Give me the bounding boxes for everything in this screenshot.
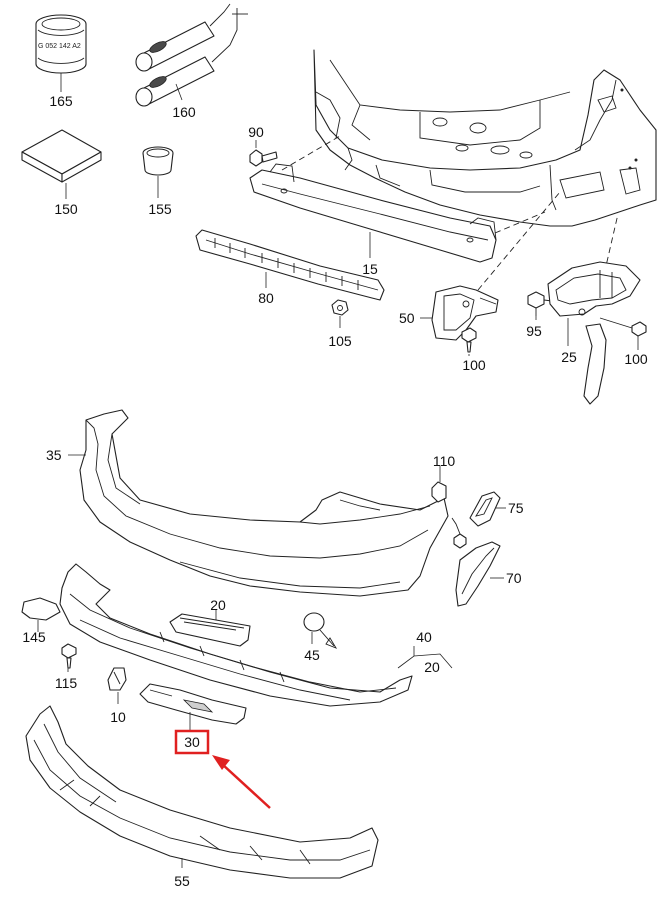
part-100-screw-right[interactable] [599, 317, 647, 337]
label-50: 50 [399, 310, 415, 326]
vehicle-body-shell [313, 49, 657, 227]
part-75-holder[interactable] [469, 491, 501, 527]
label-155: 155 [148, 201, 172, 217]
part-90-bolt[interactable] [249, 149, 278, 167]
label-165: 165 [49, 93, 73, 109]
label-100-left: 100 [462, 357, 486, 373]
canister-label: G 052 142 A2 [38, 43, 81, 50]
label-75: 75 [508, 500, 524, 516]
label-30: 30 [184, 734, 200, 750]
label-40: 40 [416, 629, 432, 645]
part-15-bumper-beam[interactable] [249, 163, 497, 263]
label-90: 90 [248, 124, 264, 140]
callout-arrow-icon [212, 755, 271, 809]
part-95-clip[interactable] [527, 291, 561, 316]
part-115-screw[interactable] [61, 643, 77, 669]
part-55-diffuser[interactable] [25, 705, 379, 879]
label-25: 25 [561, 349, 577, 365]
label-110: 110 [433, 453, 456, 469]
part-25-bracket-right[interactable] [547, 261, 641, 405]
label-150: 150 [54, 201, 78, 217]
part-70-trim[interactable] [455, 541, 501, 607]
label-80: 80 [258, 290, 274, 306]
label-20-top: 20 [210, 597, 226, 613]
highlight-box-30 [174, 729, 210, 755]
label-15: 15 [362, 261, 378, 277]
label-105: 105 [328, 333, 352, 349]
label-145: 145 [22, 629, 46, 645]
label-45: 45 [304, 647, 320, 663]
label-20-right: 20 [424, 659, 440, 675]
part-160-cartridges[interactable] [135, 3, 248, 107]
label-70: 70 [506, 570, 522, 586]
part-80-energy-absorber[interactable] [195, 229, 385, 301]
part-35-bumper-cover[interactable] [79, 409, 449, 597]
part-150-pad[interactable] [21, 129, 102, 183]
label-55: 55 [174, 873, 190, 889]
part-105-nut[interactable] [331, 299, 349, 316]
label-160: 160 [172, 104, 196, 120]
label-10: 10 [110, 709, 126, 725]
part-110-clip[interactable] [431, 481, 447, 503]
part-50-bracket-left[interactable] [431, 285, 499, 341]
part-10-clip[interactable] [107, 667, 127, 691]
part-lower-cover[interactable] [59, 563, 413, 707]
label-100-right: 100 [624, 351, 648, 367]
part-100-screw-left[interactable] [461, 327, 477, 353]
part-screw-cover[interactable] [451, 517, 467, 549]
label-95: 95 [526, 323, 542, 339]
label-35: 35 [46, 447, 62, 463]
part-155-cap[interactable] [142, 146, 174, 176]
part-45-cover[interactable] [303, 612, 338, 649]
part-20-plate-top[interactable] [169, 613, 251, 647]
part-145-cap[interactable] [21, 597, 61, 621]
label-115: 115 [55, 675, 78, 691]
part-30-trim-panel[interactable] [139, 683, 247, 725]
part-165-canister[interactable]: G 052 142 A2 [35, 14, 87, 74]
